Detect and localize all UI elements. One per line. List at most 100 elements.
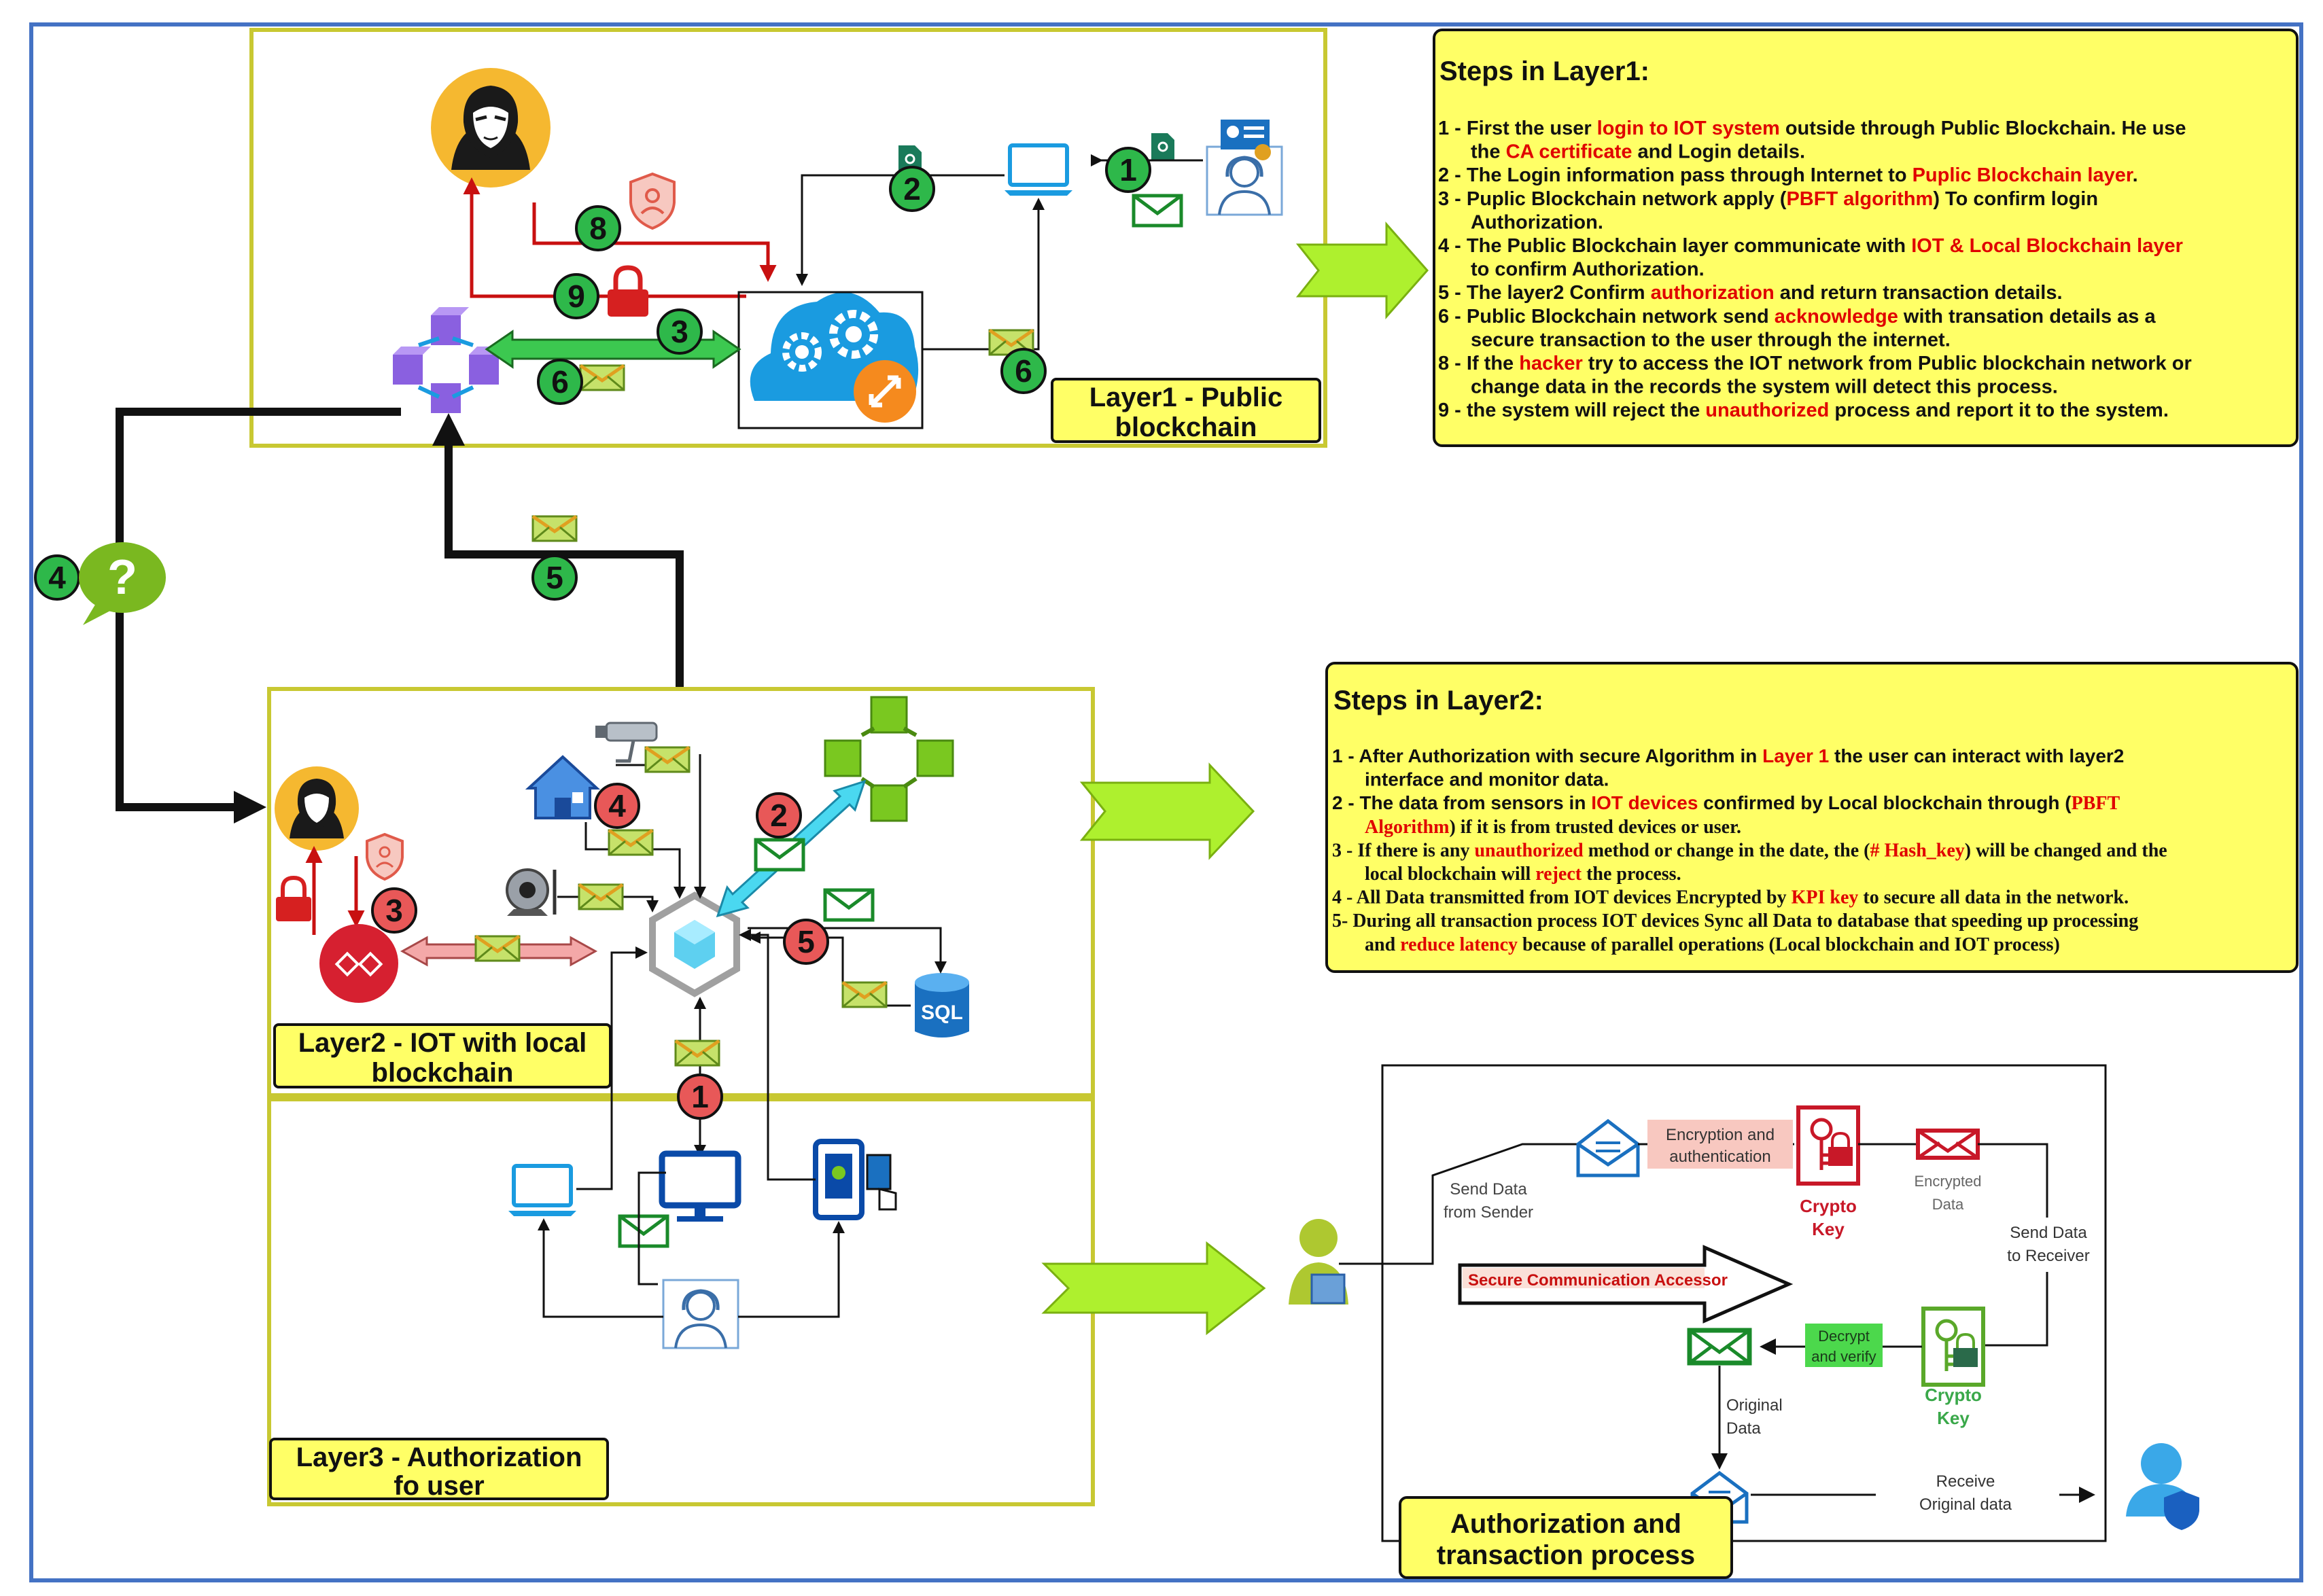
laptop-icon [508, 1166, 576, 1216]
send-receiver-label-bg [1995, 1218, 2091, 1272]
steps2-line: 4 - All Data transmitted from IOT device… [1332, 887, 2129, 908]
svg-text:?: ? [107, 550, 137, 605]
steps1-line: the CA certificate and Login details. [1471, 141, 1805, 163]
steps-layer2-title: Steps in Layer2: [1333, 686, 1543, 715]
badge-3: 3 [657, 308, 703, 355]
steps1-line: 2 - The Login information pass through I… [1438, 164, 2138, 186]
envelope-open-icon [1576, 1118, 1640, 1177]
steps2-line: local blockchain will reject the process… [1365, 864, 1681, 885]
local-blockchain-icon [319, 924, 398, 1003]
layer3-label-box [269, 1438, 609, 1500]
sql-database-icon: SQL [915, 973, 969, 1038]
arrow [748, 927, 947, 974]
envelope-icon [580, 366, 624, 390]
steps1-line: 1 - First the user login to IOT system o… [1438, 118, 2186, 139]
green-arrow [1295, 221, 1429, 319]
id-badge-icon [1221, 120, 1271, 160]
arrow-2 [796, 174, 1005, 286]
email-icon [825, 890, 873, 920]
svg-text:5: 5 [546, 560, 563, 595]
crypto-key-label: Crypto [1800, 1196, 1857, 1216]
secure-label-bg [1463, 1268, 1705, 1288]
steps1-line: 6 - Public Blockchain network send ackno… [1438, 306, 2156, 327]
arrow [538, 1218, 663, 1318]
original-data-label: Original [1726, 1396, 1783, 1415]
encryption-label: authentication [1669, 1148, 1770, 1166]
auth-title-box [1399, 1496, 1733, 1579]
steps1-line: 5 - The layer2 Confirm authorization and… [1438, 282, 2063, 304]
steps1-line: secure transaction to the user through t… [1471, 329, 1951, 351]
crypto-key-label: Crypto [1925, 1385, 1982, 1405]
auth-title: transaction process [1437, 1540, 1695, 1570]
svg-text:6: 6 [1015, 353, 1032, 389]
badge-5: 5 [531, 554, 578, 601]
crypto-key-label: Key [1812, 1219, 1845, 1239]
svg-text:2: 2 [770, 798, 788, 833]
steps-layer1-title: Steps in Layer1: [1439, 56, 1649, 86]
badge-5: 5 [783, 919, 829, 965]
question-bubble-icon: ? [79, 542, 166, 625]
envelope-icon [476, 936, 519, 961]
envelope-icon [533, 516, 576, 541]
steps1-line: to confirm Authorization. [1471, 259, 1705, 281]
steps2-line: 3 - If there is any unauthorized method … [1332, 840, 2167, 861]
svg-text:SQL: SQL [921, 1001, 963, 1024]
receive-label: Original data [1919, 1495, 2012, 1514]
envelope-icon [609, 830, 652, 855]
layer1-label-box [1051, 378, 1321, 443]
svg-text:1: 1 [1119, 152, 1137, 188]
steps1-line: Authorization. [1471, 211, 1603, 233]
envelope-icon [646, 747, 689, 772]
shield-user-icon [629, 172, 676, 230]
arrow [576, 946, 648, 1190]
svg-text:2: 2 [903, 171, 921, 207]
svg-text:3: 3 [385, 893, 403, 928]
steps2-line: 5- During all transaction process IOT de… [1332, 910, 2138, 932]
crypto-key-green-icon [1921, 1307, 1985, 1387]
decrypt-label: and verify [1811, 1348, 1876, 1365]
laptop-icon [1005, 145, 1072, 196]
receiver-user-icon [2126, 1443, 2199, 1530]
steps1-line: 3 - Puplic Blockchain network apply (PBF… [1438, 188, 2098, 210]
crypto-key-label: Key [1937, 1408, 1970, 1428]
user-icon [663, 1280, 738, 1348]
envelope-icon [843, 982, 886, 1007]
arrow-8 [532, 202, 777, 282]
badge-1: 1 [677, 1074, 723, 1120]
steps1-line: change data in the records the system wi… [1471, 376, 2058, 398]
arrow-9 [463, 177, 746, 298]
certificate-icon [898, 145, 922, 173]
steps-layer2-list: 1 - After Authorization with secure Algo… [1332, 745, 2167, 955]
arrow [739, 929, 816, 1181]
original-data-label: Data [1726, 1419, 1761, 1438]
steps1-line: 4 - The Public Blockchain layer communic… [1438, 235, 2183, 257]
layer3-label: fo user [394, 1471, 484, 1501]
credit-card-icon [866, 1154, 897, 1211]
sender-user-icon [1289, 1219, 1348, 1305]
badge-2: 2 [889, 166, 935, 212]
send-receiver-label: Send Data [2010, 1224, 2087, 1242]
green-arrow [1041, 1241, 1266, 1336]
receive-label: Receive [1936, 1472, 1995, 1491]
envelope-icon [676, 1041, 719, 1065]
arrow-6-up [923, 198, 1045, 351]
steps-layer1-list: 1 - First the user login to IOT system o… [1438, 118, 2192, 421]
mobile-icon [813, 1139, 864, 1220]
steps2-line: 2 - The data from sensors in IOT devices… [1332, 792, 2120, 814]
steps2-line: Algorithm) if it is from trusted devices… [1365, 817, 1741, 838]
layer2-label: Layer2 - IOT with local [298, 1028, 587, 1058]
cctv-icon [595, 722, 658, 763]
envelope-icon [579, 885, 623, 909]
svg-text:4: 4 [608, 788, 626, 823]
badge-4: 4 [594, 783, 640, 829]
svg-text:3: 3 [671, 314, 688, 349]
svg-text:5: 5 [797, 924, 815, 959]
layer2-label-box [273, 1023, 612, 1088]
encrypted-data-label: Encrypted [1914, 1173, 1981, 1190]
arrow [738, 1221, 845, 1318]
badge-8: 8 [575, 205, 621, 251]
svg-text:4: 4 [48, 560, 66, 595]
encryption-label-box [1647, 1120, 1793, 1169]
green-arrow [1079, 762, 1255, 860]
steps2-line: interface and monitor data. [1365, 769, 1609, 790]
